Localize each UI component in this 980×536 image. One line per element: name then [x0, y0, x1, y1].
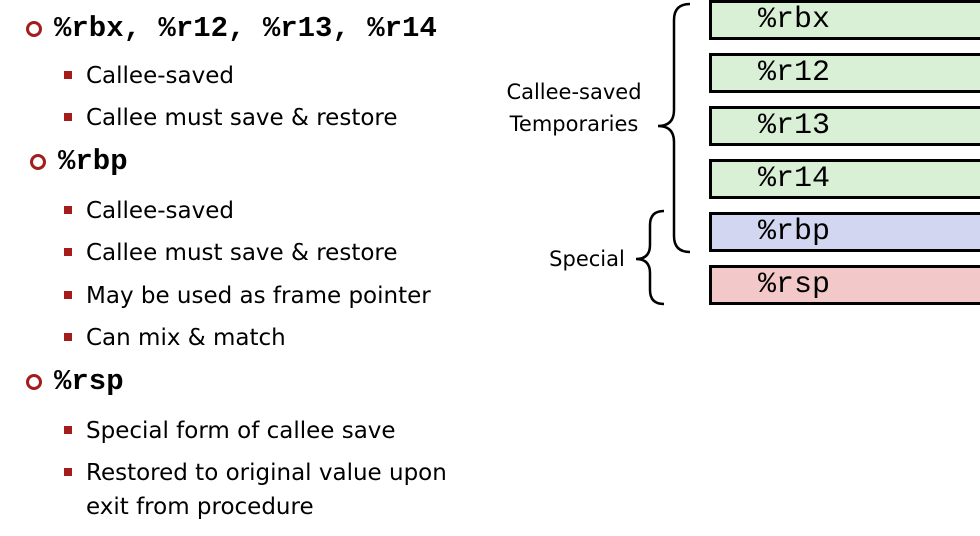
bullet-text: Special form of callee save: [86, 418, 396, 444]
bullet-text: Callee-saved: [86, 63, 234, 89]
bullet-item: Callee-saved: [64, 59, 486, 93]
bullet-text: May be used as frame pointer: [86, 283, 431, 309]
circle-bullet-icon: [26, 20, 42, 37]
callee-saved-temporaries-label: Callee-saved Temporaries: [500, 76, 648, 140]
square-bullet-icon: [64, 71, 72, 79]
bullet-item: Callee-saved: [64, 194, 486, 228]
circle-bullet-icon: [26, 373, 42, 390]
register-box-r14: %r14: [709, 159, 980, 199]
register-label: %rbx: [757, 3, 830, 37]
register-box-rbx: %rbx: [709, 0, 980, 40]
square-bullet-icon: [64, 468, 72, 476]
register-label: %r14: [757, 162, 830, 196]
bullet-item: Callee must save & restore: [64, 101, 486, 135]
register-box-rbp: %rbp: [709, 212, 980, 252]
special-brace: [635, 209, 665, 306]
heading-text: %rbx, %r12, %r13, %r14: [54, 12, 437, 45]
register-box-r13: %r13: [709, 106, 980, 146]
register-box-r12: %r12: [709, 53, 980, 93]
label-line-2: Temporaries: [509, 112, 639, 136]
heading-rbp: %rbp: [30, 145, 128, 178]
square-bullet-icon: [64, 113, 72, 121]
bullet-text: Callee must save & restore: [86, 240, 398, 266]
callee-saved-brace: [657, 2, 691, 254]
circle-bullet-icon: [30, 153, 46, 170]
square-bullet-icon: [64, 206, 72, 214]
bullet-text: Callee must save & restore: [86, 105, 398, 131]
square-bullet-icon: [64, 333, 72, 341]
register-label: %rsp: [757, 268, 830, 302]
bullet-item: Restored to original value upon exit fro…: [64, 456, 466, 524]
heading-rsp: %rsp: [26, 365, 124, 398]
bullet-text: Restored to original value upon exit fro…: [86, 460, 447, 520]
square-bullet-icon: [64, 291, 72, 299]
register-box-rsp: %rsp: [709, 265, 980, 305]
heading-text: %rbp: [58, 145, 128, 178]
register-label: %rbp: [757, 215, 830, 249]
register-label: %r13: [757, 109, 830, 143]
bullet-text: Callee-saved: [86, 198, 234, 224]
square-bullet-icon: [64, 248, 72, 256]
square-bullet-icon: [64, 426, 72, 434]
bullet-item: May be used as frame pointer: [64, 279, 486, 313]
register-label: %r12: [757, 56, 830, 90]
label-line-1: Callee-saved: [506, 80, 642, 104]
bullet-item: Callee must save & restore: [64, 236, 486, 270]
special-label: Special: [549, 247, 625, 271]
bullet-item: Can mix & match: [64, 321, 486, 355]
heading-text: %rsp: [54, 365, 124, 398]
bullet-item: Special form of callee save: [64, 414, 486, 448]
bullet-list: %rbx, %r12, %r13, %r14 Callee-saved Call…: [26, 12, 486, 524]
bullet-text: Can mix & match: [86, 325, 286, 351]
heading-callee-saved-registers: %rbx, %r12, %r13, %r14: [26, 12, 437, 45]
